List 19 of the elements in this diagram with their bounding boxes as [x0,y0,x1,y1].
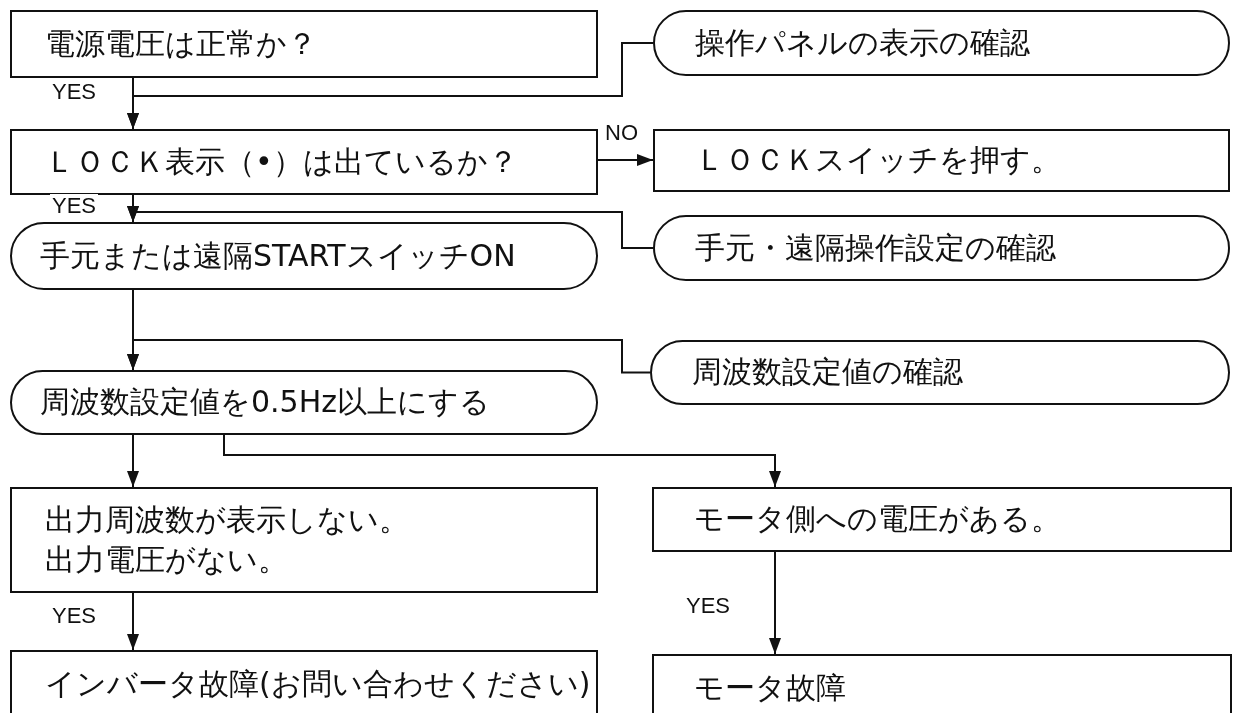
arrow [127,206,654,249]
arrow [597,154,654,166]
process-box: モータ側への電圧がある。 [652,487,1232,552]
arrow [223,434,781,488]
process-box: 出力周波数が表示しない。出力電圧がない。 [10,487,598,593]
terminal-box: 手元・遠隔操作設定の確認 [653,215,1230,281]
process-box: ＬＯＣＫ表示（•）は出ているか？ [10,129,598,195]
terminal-box: 周波数設定値を0.5Hz以上にする [10,370,598,435]
arrow [127,339,651,374]
arrow [769,551,781,655]
arrow [127,434,139,488]
process-box: インバータ故障(お問い合わせください) [10,650,598,713]
process-box: 電源電圧は正常か？ [10,10,598,78]
terminal-box: 操作パネルの表示の確認 [653,10,1230,76]
process-box: ＬＯＣＫスイッチを押す。 [653,129,1230,192]
terminal-box: 周波数設定値の確認 [650,340,1230,405]
process-box: モータ故障 [652,654,1232,713]
arrow [127,592,139,651]
terminal-box: 手元または遠隔STARTスイッチON [10,222,598,290]
